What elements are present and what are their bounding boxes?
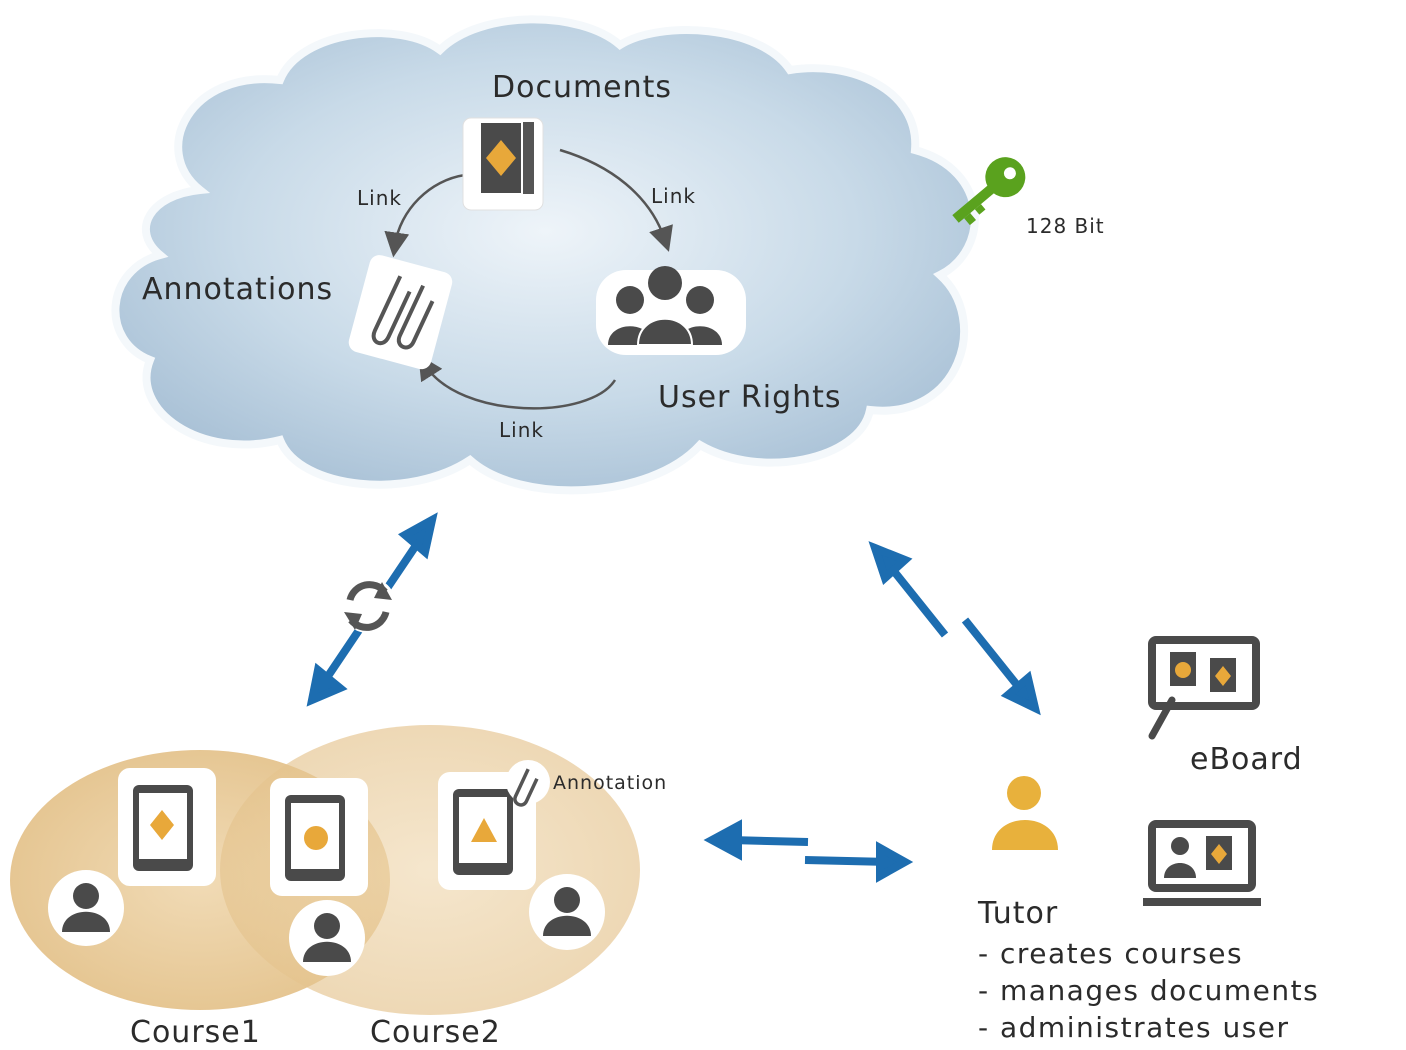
cloud — [111, 15, 979, 495]
course2-label: Course2 — [370, 1015, 501, 1050]
tutor-avatar-icon — [980, 765, 1075, 865]
tutor-duty: - administrates user — [978, 1011, 1290, 1044]
eboard-label: eBoard — [1190, 742, 1303, 777]
tutor-duty: - manages documents — [978, 974, 1320, 1007]
tutor-cloud-arrows — [868, 541, 1041, 716]
student-avatar-icon — [289, 900, 365, 976]
user-group-icon — [596, 266, 746, 355]
link-label: Link — [499, 418, 544, 442]
user-rights-label: User Rights — [658, 380, 842, 415]
link-cycle — [384, 148, 673, 410]
link-label: Link — [651, 184, 696, 208]
tablet-icon — [438, 772, 536, 890]
tablet-icon — [118, 768, 216, 886]
sync-icon — [340, 577, 396, 633]
annotations-label: Annotations — [142, 272, 334, 307]
tablet-icon — [270, 778, 368, 896]
paperclip-icon — [506, 760, 550, 807]
documents-label: Documents — [492, 70, 673, 105]
key-icon — [952, 157, 1026, 226]
eboard-icon — [1135, 622, 1285, 740]
key-label: 128 Bit — [1026, 214, 1105, 238]
laptop-icon — [1138, 810, 1288, 920]
tutor-title: Tutor — [978, 896, 1059, 931]
tutor-duty: - creates courses — [978, 937, 1244, 970]
student-avatar-icon — [48, 870, 124, 946]
annotation-label: Annotation — [553, 772, 668, 794]
link-label: Link — [357, 186, 402, 210]
course1-label: Course1 — [130, 1015, 261, 1050]
tutor-duties-list: - creates courses - manages documents - … — [978, 935, 1319, 1046]
course-tutor-arrows — [703, 819, 914, 883]
documents-icon — [462, 117, 544, 211]
paperclip-icon — [348, 255, 453, 370]
student-avatar-icon — [529, 874, 605, 950]
